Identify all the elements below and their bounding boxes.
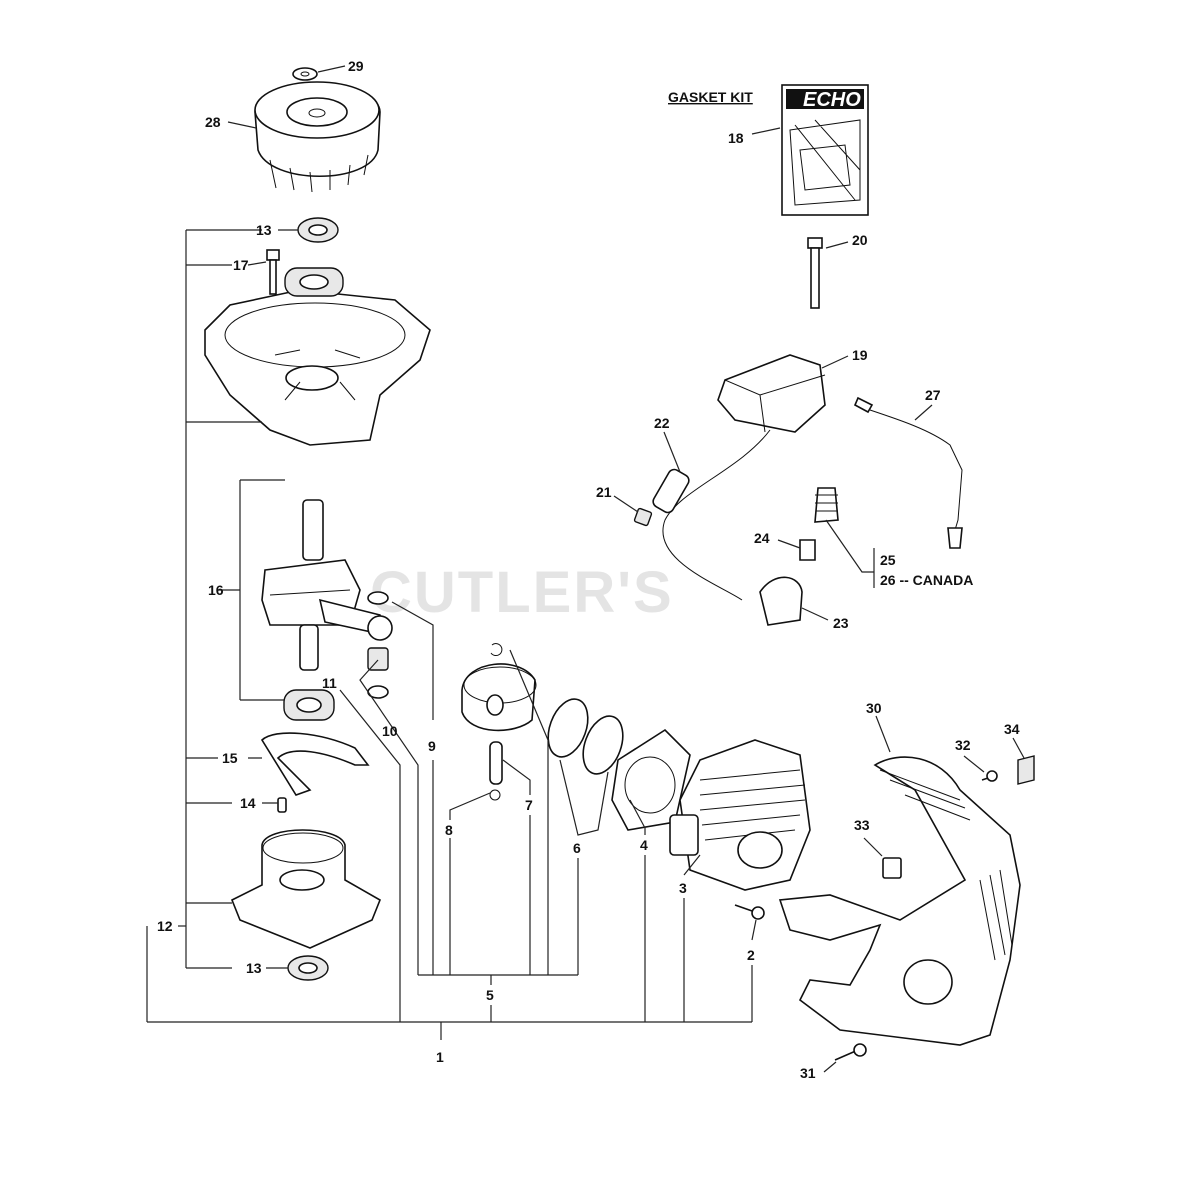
part-9-washer (367, 591, 389, 605)
callout-20: 20 (852, 232, 868, 248)
part-29-washer (292, 67, 318, 81)
callout-9: 9 (428, 738, 436, 754)
callout-33: 33 (854, 817, 870, 833)
part-31-bolt (834, 1043, 867, 1061)
part-22-sleeve (652, 468, 690, 514)
part-7-piston-pin (489, 741, 503, 785)
callout-6: 6 (573, 840, 581, 856)
leader-lines (146, 65, 1025, 1073)
part-bearing-lower (283, 689, 335, 721)
echo-logo-text: ECHO (803, 89, 861, 111)
callout-2: 2 (747, 947, 755, 963)
callout-labels: 29 28 13 17 16 11 10 9 15 14 8 7 6 4 3 2… (157, 58, 1020, 1081)
callout-28: 28 (205, 114, 221, 130)
part-13-seal-top (297, 217, 339, 243)
callout-8: 8 (445, 822, 453, 838)
part-32-screw (981, 770, 998, 782)
callout-29: 29 (348, 58, 364, 74)
part-28-flywheel (254, 81, 381, 193)
callout-12: 12 (157, 918, 173, 934)
part-27-wire (853, 396, 963, 549)
callout-25: 25 (880, 552, 896, 568)
callout-27: 27 (925, 387, 941, 403)
watermark-text: CUTLER'S (370, 560, 674, 625)
callout-23: 23 (833, 615, 849, 631)
callout-32: 32 (955, 737, 971, 753)
part-33-block (882, 857, 902, 879)
callout-30: 30 (866, 700, 882, 716)
callout-34: 34 (1004, 721, 1020, 737)
callout-10: 10 (382, 723, 398, 739)
callout-16: 16 (208, 582, 224, 598)
part-8-circlip (489, 789, 501, 801)
gasket-kit-title: GASKET KIT (668, 89, 753, 105)
part-17-bolt (266, 249, 280, 295)
part-16-crankshaft (261, 499, 393, 671)
callout-24: 24 (754, 530, 770, 546)
part-18-gasket-kit: ECHO GASKET KIT (668, 84, 869, 216)
part-11-needle-bearing (367, 647, 389, 671)
part-34-label (1017, 755, 1035, 785)
part-13-seal-bottom (287, 955, 329, 981)
part-15-plate (260, 732, 370, 796)
part-21-nut (633, 507, 653, 527)
echo-logo-bar (786, 89, 864, 109)
callout-3: 3 (679, 880, 687, 896)
callout-26-canada: 26 -- CANADA (880, 572, 973, 588)
crankcase-lower (230, 829, 382, 949)
callout-18: 18 (728, 130, 744, 146)
part-30-shroud (778, 756, 1021, 1046)
callout-19: 19 (852, 347, 868, 363)
callout-13-bottom: 13 (246, 960, 262, 976)
callout-14: 14 (240, 795, 256, 811)
part-bearing-upper (284, 267, 344, 297)
callout-17: 17 (233, 257, 249, 273)
part-3-cylinder (669, 739, 811, 891)
part-circlip-top (490, 643, 503, 657)
part-6-piston-rings (547, 698, 624, 775)
part-14-pin (277, 797, 287, 813)
part-2-bolt (734, 904, 765, 920)
part-20-bolt (807, 237, 823, 309)
callout-31: 31 (800, 1065, 816, 1081)
part-19-ignition-coil (662, 354, 826, 601)
callout-7: 7 (525, 797, 533, 813)
callout-1: 1 (436, 1049, 444, 1065)
part-24-spring (799, 539, 816, 561)
callout-21: 21 (596, 484, 612, 500)
callout-11: 11 (322, 675, 337, 691)
callout-5: 5 (486, 987, 494, 1003)
part-25-spark-plug-terminal (814, 487, 839, 523)
part-piston (461, 663, 537, 732)
part-23-boot (759, 576, 803, 626)
callout-13-top: 13 (256, 222, 272, 238)
callout-4: 4 (640, 837, 648, 853)
callout-22: 22 (654, 415, 670, 431)
callout-15: 15 (222, 750, 238, 766)
